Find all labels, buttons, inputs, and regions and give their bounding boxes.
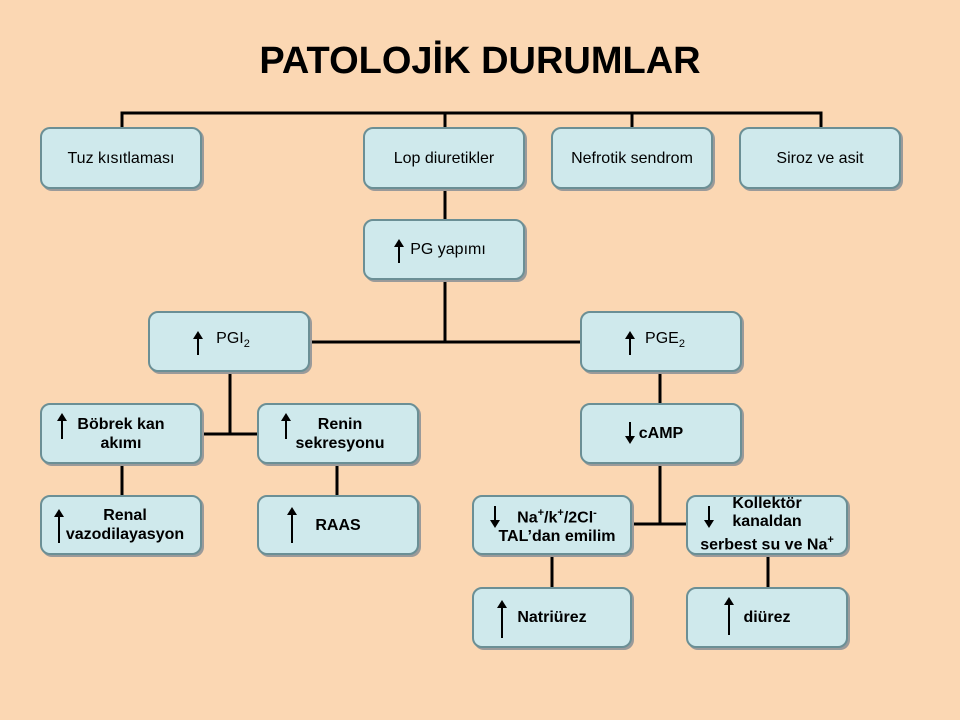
tal-na: Na — [517, 509, 538, 527]
tal-cl: /2Cl — [563, 509, 594, 527]
collecting-duct-plus: + — [827, 534, 834, 547]
salt-restriction-label: Tuz kısıtlaması — [67, 149, 175, 167]
renal-blood-flow-line2: akımı — [100, 434, 142, 452]
cirrhosis-ascites-label: Siroz ve asit — [776, 149, 864, 167]
tal-plus-2: + — [557, 506, 564, 519]
renin-secretion-box: Renin sekresyonu — [257, 403, 419, 464]
renal-blood-flow-line1: Böbrek kan — [77, 415, 165, 433]
tal-k: /k — [544, 509, 558, 527]
collecting-duct-box: Kollektör kanaldan serbest su ve Na+ — [686, 495, 848, 555]
collecting-duct-line1: Kollektör — [732, 495, 802, 513]
renal-blood-flow-label: Böbrek kan akımı — [77, 415, 164, 453]
renal-vasodilation-line2: vazodilayasyon — [65, 526, 185, 543]
increase-arrow-icon — [394, 239, 404, 263]
increase-arrow-icon — [281, 413, 291, 439]
collecting-duct-line2: kanaldan — [732, 513, 802, 531]
increase-arrow-icon — [54, 509, 64, 543]
renal-vasodilation-line1: Renal — [103, 507, 147, 524]
pge2-label: PGE2 — [637, 329, 685, 354]
pg-synthesis-box: PG yapımı — [363, 219, 525, 280]
decrease-arrow-icon — [490, 506, 500, 528]
pgi2-base: PGI — [216, 329, 244, 347]
increase-arrow-icon — [497, 600, 507, 638]
pg-synthesis-label: PG yapımı — [410, 241, 486, 258]
raas-label: RAAS — [315, 516, 361, 534]
renin-secretion-label: Renin sekresyonu — [292, 415, 385, 453]
pgi2-subscript: 2 — [243, 338, 250, 351]
camp-label: cAMP — [638, 425, 684, 442]
diuresis-box: diürez — [686, 587, 848, 648]
increase-arrow-icon — [193, 331, 203, 355]
renin-secretion-line1: Renin — [317, 415, 363, 433]
natriuresis-label: Natriürez — [517, 609, 587, 626]
diuresis-label: diürez — [743, 609, 791, 626]
renal-vasodilation-box: Renal vazodilayasyon — [40, 495, 202, 555]
nephrotic-syndrome-label: Nefrotik sendrom — [571, 149, 693, 167]
nephrotic-syndrome-box: Nefrotik sendrom — [551, 127, 713, 189]
raas-box: RAAS — [257, 495, 419, 555]
camp-box: cAMP — [580, 403, 742, 464]
pge2-base: PGE — [645, 329, 679, 347]
tal-minus: - — [593, 506, 597, 519]
loop-diuretics-label: Lop diuretikler — [393, 149, 495, 167]
tal-reabsorption-box: Na+/k+/2Cl- TAL’dan emilim — [472, 495, 632, 555]
decrease-arrow-icon — [704, 506, 714, 528]
pge2-subscript: 2 — [678, 338, 685, 351]
connector-top-bar — [120, 111, 823, 129]
collecting-duct-label: Kollektör kanaldan serbest su ve Na+ — [700, 495, 834, 554]
renal-vasodilation-label: Renal vazodilayasyon — [58, 506, 184, 544]
natriuresis-box: Natriürez — [472, 587, 632, 648]
pgi2-label: PGI2 — [208, 329, 250, 354]
renin-secretion-line2: sekresyonu — [295, 434, 385, 452]
increase-arrow-icon — [57, 413, 67, 439]
increase-arrow-icon — [287, 507, 297, 543]
pge2-box: PGE2 — [580, 311, 742, 372]
collecting-duct-line3: serbest su ve Na — [700, 536, 828, 554]
renal-blood-flow-box: Böbrek kan akımı — [40, 403, 202, 464]
tal-line2: TAL’dan emilim — [498, 528, 616, 546]
increase-arrow-icon — [625, 331, 635, 355]
page-title: PATOLOJİK DURUMLAR — [259, 40, 701, 82]
connector-pgi2-to-blood-flow — [200, 370, 232, 436]
pgi2-box: PGI2 — [148, 311, 310, 372]
tal-reabsorption-label: Na+/k+/2Cl- TAL’dan emilim — [488, 504, 615, 546]
tal-plus-1: + — [537, 506, 545, 519]
decrease-arrow-icon — [625, 422, 635, 444]
loop-diuretics-box: Lop diuretikler — [363, 127, 525, 189]
increase-arrow-icon — [724, 597, 734, 635]
salt-restriction-box: Tuz kısıtlaması — [40, 127, 202, 189]
cirrhosis-ascites-box: Siroz ve asit — [739, 127, 901, 189]
connector-camp-branch — [630, 462, 662, 526]
